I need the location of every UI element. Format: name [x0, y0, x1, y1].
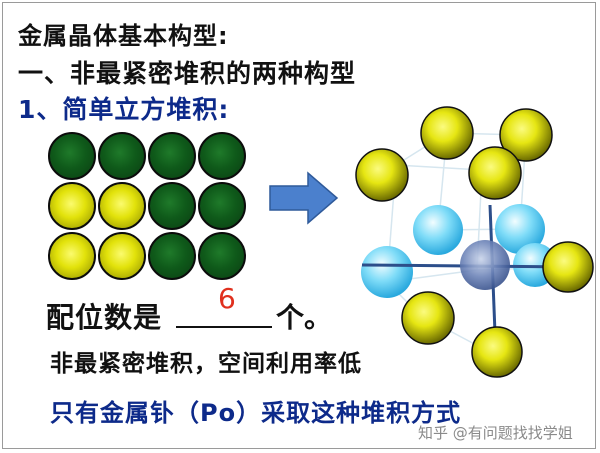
coordination-label: 配位数是 — [46, 301, 163, 334]
coordination-unit: 个。 — [276, 301, 333, 334]
atom-green — [198, 232, 246, 280]
answer-blank — [176, 326, 272, 328]
atom-cyan — [495, 204, 545, 254]
polonium-note: 只有金属钋（Po）采取这种堆积方式 — [50, 399, 462, 427]
atom-yellow — [98, 182, 146, 230]
atom-green — [198, 182, 246, 230]
atom-yellow — [48, 182, 96, 230]
coordination-value: 6 — [218, 282, 236, 315]
atom-green — [148, 182, 196, 230]
atom-yellow — [48, 232, 96, 280]
atom-green — [148, 232, 196, 280]
page-title: 金属晶体基本构型: — [18, 22, 229, 50]
atom-yellow — [401, 291, 455, 345]
packing-note: 非最紧密堆积，空间利用率低 — [50, 351, 362, 377]
atom-cyan — [413, 205, 463, 255]
atom-yellow — [420, 106, 474, 160]
atom-green — [48, 132, 96, 180]
watermark: 知乎 @有问题找找学姐 — [418, 424, 573, 442]
atom-yellow — [98, 232, 146, 280]
atom-yellow — [471, 326, 523, 378]
section-heading: 1、简单立方堆积: — [18, 95, 230, 124]
right-arrow-icon — [269, 171, 339, 225]
slide-frame — [2, 2, 596, 449]
atom-cyan — [361, 246, 413, 298]
atom-green — [198, 132, 246, 180]
atom-yellow — [468, 146, 522, 200]
atom-yellow — [355, 148, 409, 202]
atom-center — [460, 240, 510, 290]
simple-cubic-unit-cell — [355, 106, 594, 378]
atom-yellow — [542, 241, 594, 293]
atom-yellow — [499, 108, 553, 162]
atom-green — [148, 132, 196, 180]
subtitle: 一、非最紧密堆积的两种构型 — [18, 59, 357, 88]
atom-green — [98, 132, 146, 180]
